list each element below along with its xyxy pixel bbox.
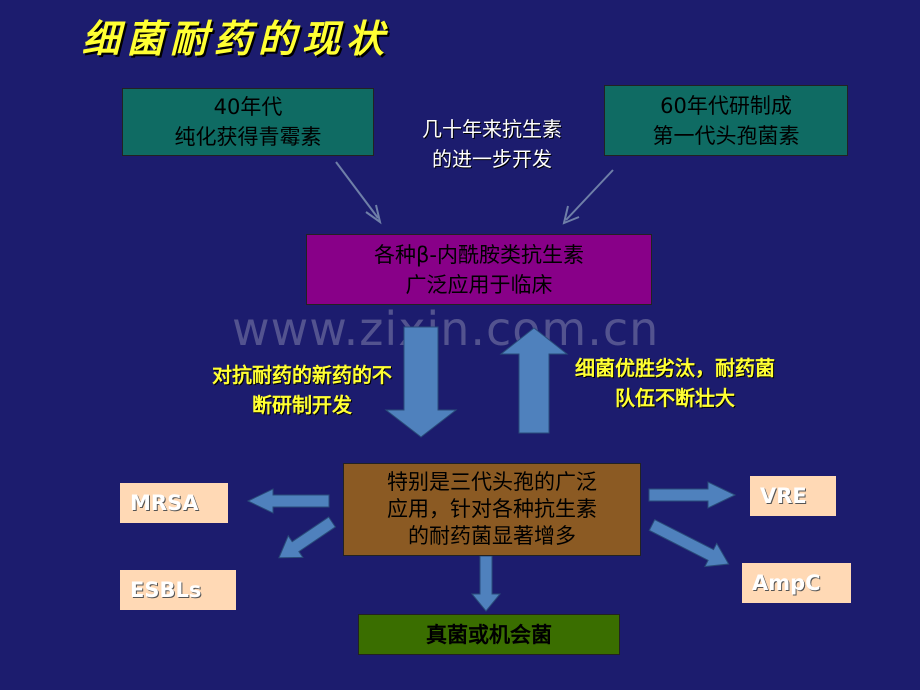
ampc-box: AmpC: [742, 563, 851, 603]
new-drugs-label: 对抗耐药的新药的不 断研制开发: [178, 360, 426, 420]
penicillin-line-1: 40年代: [213, 95, 283, 119]
connector-cephalosporin-arrow: [562, 169, 614, 225]
survival-line-2: 队伍不断壮大: [615, 386, 735, 410]
beta-lactam-box: 各种β-内酰胺类抗生素 广泛应用于临床: [306, 234, 652, 305]
decades-development-label: 几十年来抗生素 的进一步开发: [392, 114, 592, 174]
beta-lactam-line-1: 各种β-内酰胺类抗生素: [374, 242, 584, 267]
survival-label: 细菌优胜劣汰，耐药菌 队伍不断壮大: [540, 353, 810, 413]
third-gen-line-1: 特别是三代头孢的广泛: [387, 470, 597, 494]
up-arrow-large: [499, 327, 569, 434]
decades-line-1: 几十年来抗生素: [422, 117, 562, 141]
arrow-to-fungi: [470, 555, 502, 612]
slide-title: 细菌耐药的现状: [82, 16, 391, 61]
esbls-box: ESBLs: [120, 570, 236, 610]
new-drugs-line-2: 断研制开发: [252, 393, 352, 417]
fungi-label: 真菌或机会菌: [426, 622, 552, 647]
penicillin-box: 40年代 纯化获得青霉素: [122, 88, 374, 156]
arrow-to-vre: [648, 481, 737, 509]
beta-lactam-line-2: 广泛应用于临床: [405, 272, 553, 297]
watermark: www.zixin.com.cn: [232, 302, 660, 356]
connector-penicillin-arrow: [335, 161, 382, 225]
fungi-box: 真菌或机会菌: [358, 614, 620, 655]
arrow-to-esbls: [278, 516, 337, 559]
new-drugs-line-1: 对抗耐药的新药的不: [212, 363, 392, 387]
mrsa-box: MRSA: [120, 483, 228, 523]
cephalosporin-box: 60年代研制成 第一代头孢菌素: [604, 85, 848, 156]
survival-line-1: 细菌优胜劣汰，耐药菌: [575, 356, 775, 380]
vre-box: VRE: [750, 476, 836, 516]
cephalosporin-line-2: 第一代头孢菌素: [652, 123, 800, 148]
third-gen-cephalosporin-box: 特别是三代头孢的广泛 应用，针对各种抗生素 的耐药菌显著增多: [343, 463, 641, 556]
third-gen-line-2: 应用，针对各种抗生素: [387, 497, 597, 521]
decades-line-2: 的进一步开发: [432, 147, 552, 171]
third-gen-line-3: 的耐药菌显著增多: [408, 524, 576, 548]
down-arrow-large: [384, 326, 458, 438]
arrow-to-mrsa: [246, 488, 330, 514]
penicillin-line-2: 纯化获得青霉素: [174, 125, 322, 149]
cephalosporin-line-1: 60年代研制成: [660, 93, 792, 118]
arrow-to-ampc: [648, 518, 730, 568]
